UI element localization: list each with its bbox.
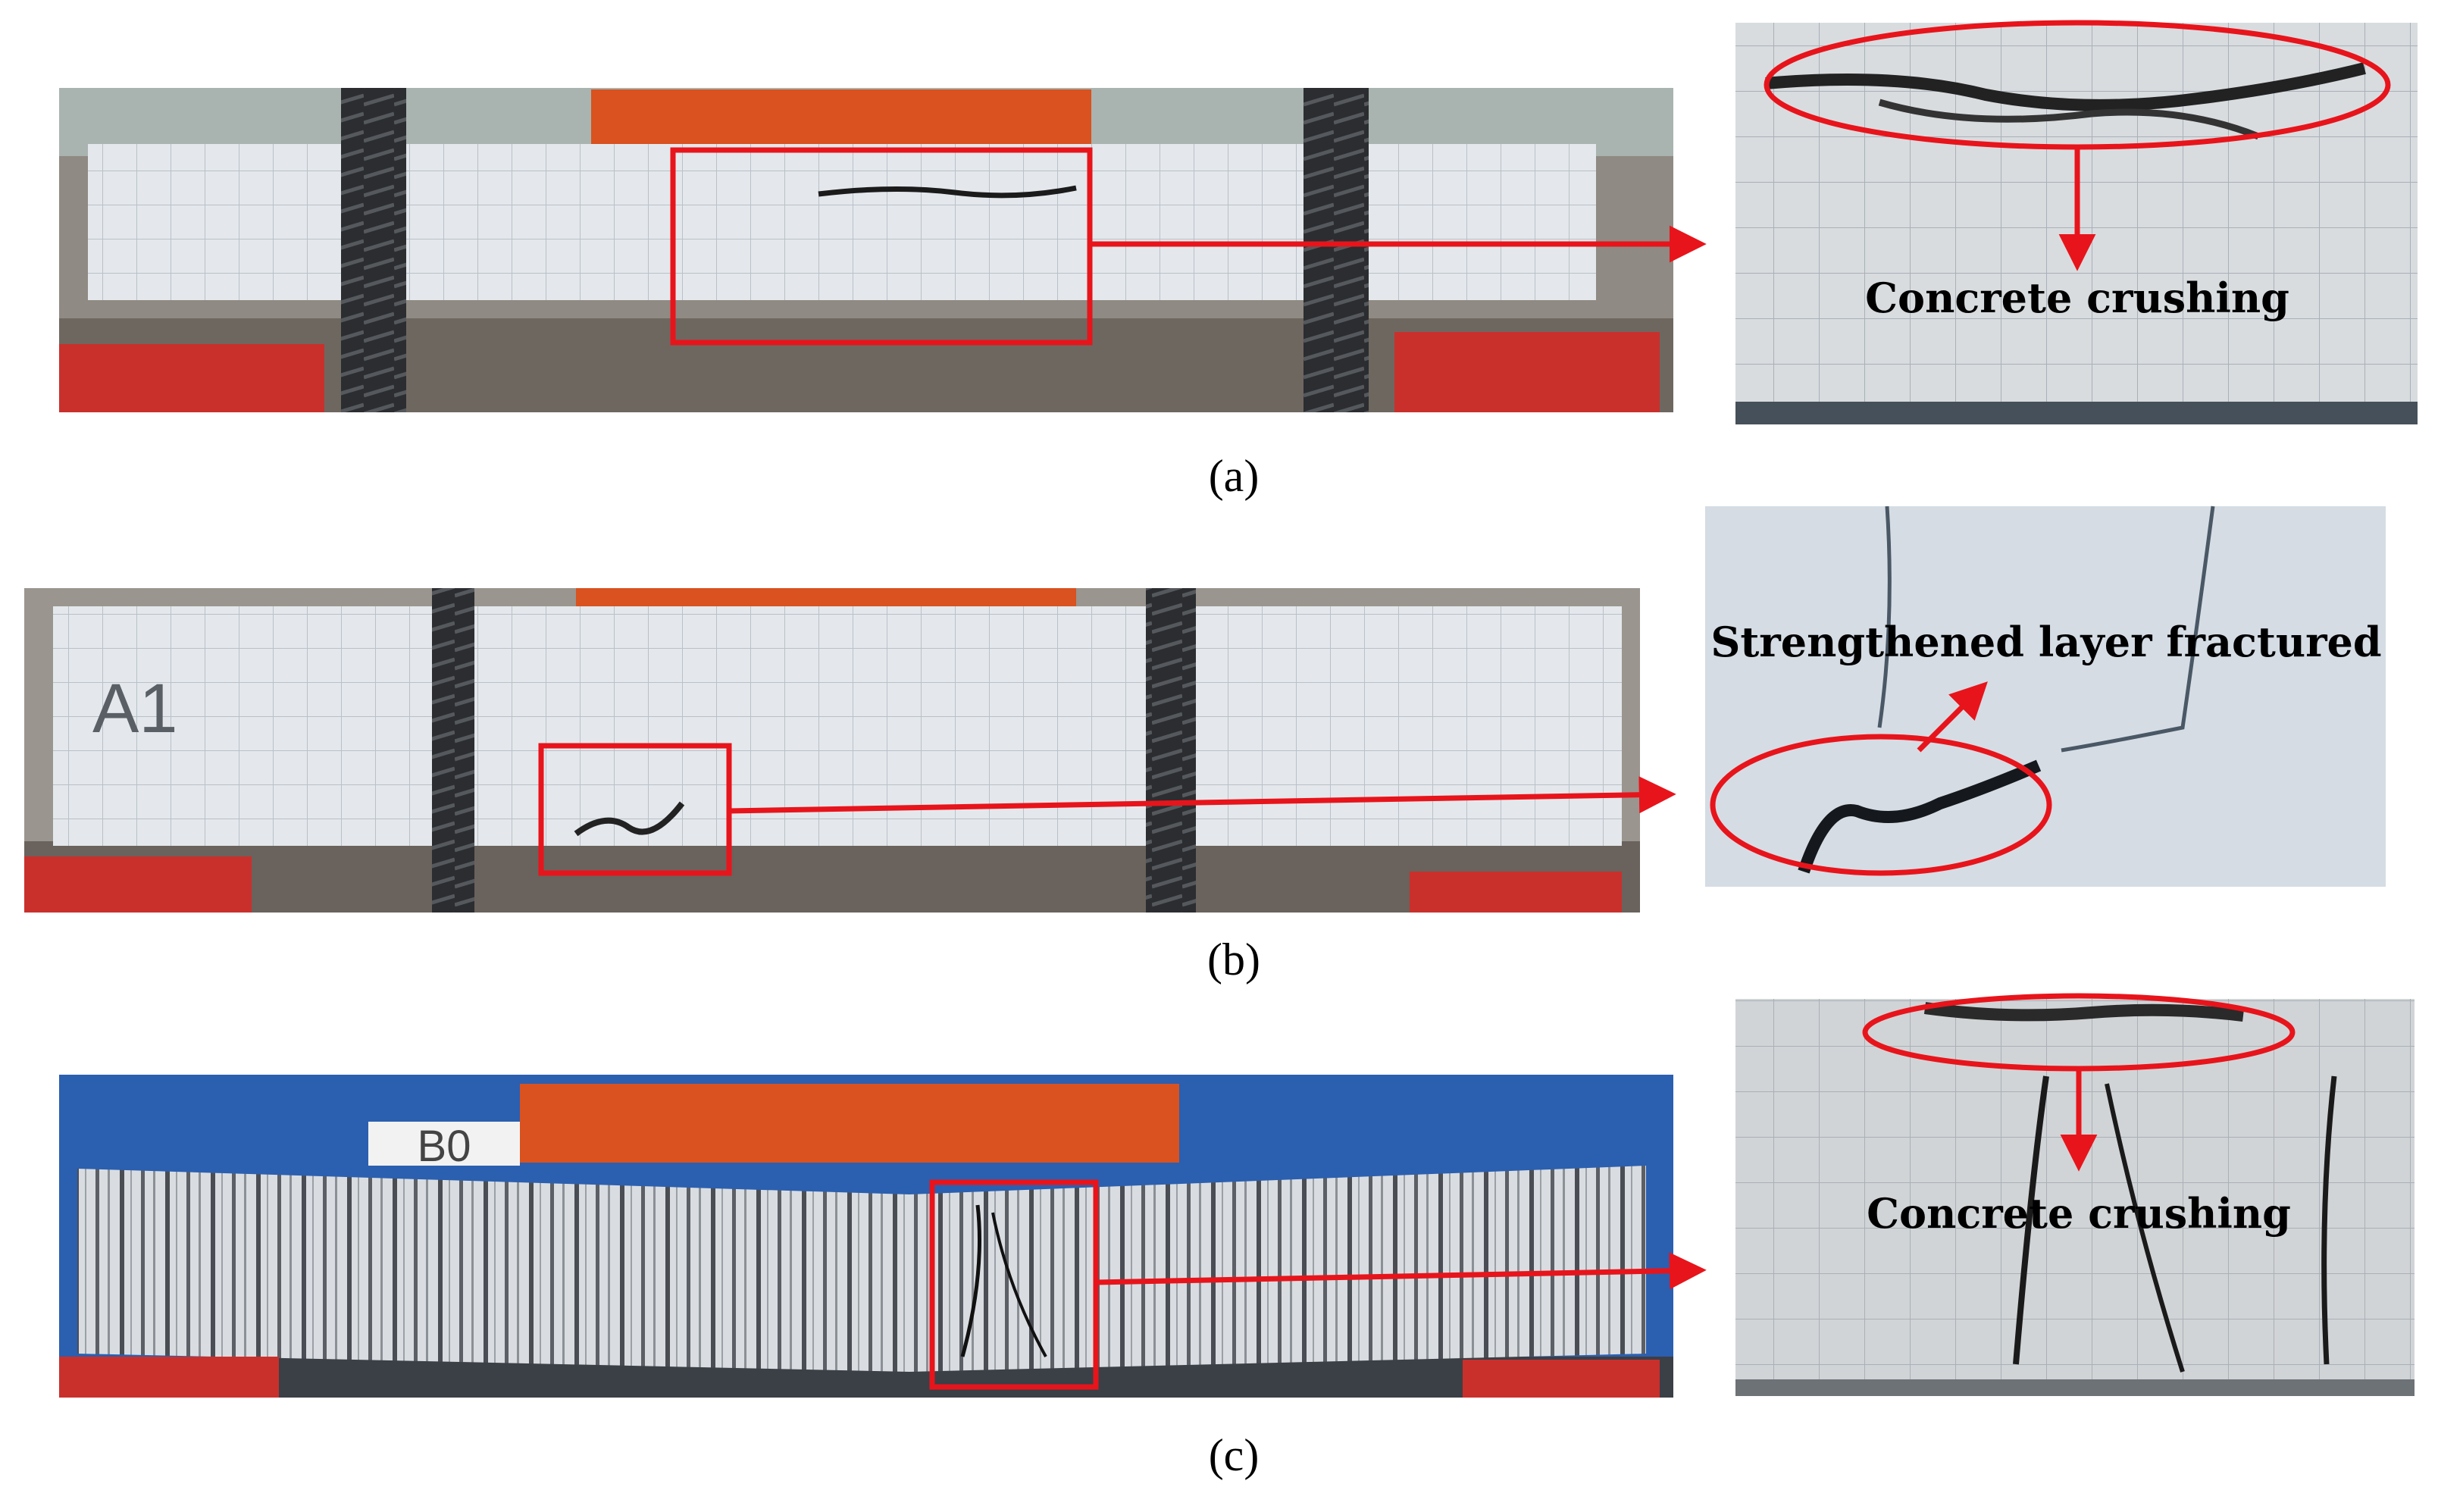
- panel-b-closeup-photo: [1705, 506, 2386, 906]
- panel-b-test-photo: A1: [24, 588, 1640, 913]
- loading-rod-left: [432, 588, 474, 913]
- loading-rod-left: [341, 88, 406, 412]
- beam-label-a1: A1: [92, 670, 178, 747]
- panel-a-caption: (a): [1209, 451, 1260, 501]
- panel-c-detail-box: [929, 1179, 1099, 1390]
- panel-a-callout: Concrete crushing: [1865, 274, 2289, 322]
- left-support: [59, 1357, 279, 1398]
- panel-c-callout: Concrete crushing: [1867, 1189, 2291, 1238]
- loading-rod-right: [1304, 88, 1369, 412]
- loading-rod-right: [1146, 588, 1196, 913]
- panel-b-caption: (b): [1207, 934, 1260, 985]
- panel-a-test-photo: [59, 88, 1673, 412]
- loading-beam: [591, 89, 1091, 150]
- test-beam: [77, 1166, 1646, 1372]
- panel-c-closeup-photo: [1735, 999, 2415, 1396]
- left-support: [24, 856, 252, 913]
- panel-c-caption: (c): [1209, 1430, 1260, 1480]
- panel-b-fracture-ellipse: [1710, 734, 2052, 876]
- beam-tag: [368, 1122, 520, 1166]
- right-support: [1410, 872, 1622, 913]
- panel-a-closeup-photo: [1735, 23, 2418, 424]
- panel-b: A1 Strengthened layer fractured (b): [24, 506, 2386, 985]
- panel-b-callout: Strengthened layer fractured: [1710, 618, 2381, 666]
- loading-beam: [520, 1084, 1179, 1163]
- panel-b-leader-arrow: [728, 776, 1676, 814]
- panel-a: Concrete crushing (a): [59, 20, 2418, 501]
- left-support: [59, 344, 324, 412]
- panel-b-diagonal-arrow: [1917, 681, 1988, 753]
- right-support: [1394, 332, 1660, 412]
- right-support: [1463, 1360, 1660, 1398]
- panel-c-test-photo: B0: [59, 1075, 1673, 1398]
- beam-label-b0: B0: [418, 1122, 471, 1171]
- panel-c-leader-arrow: [1095, 1252, 1707, 1290]
- panel-c: B0 Concrete crushing (c): [59, 993, 2415, 1480]
